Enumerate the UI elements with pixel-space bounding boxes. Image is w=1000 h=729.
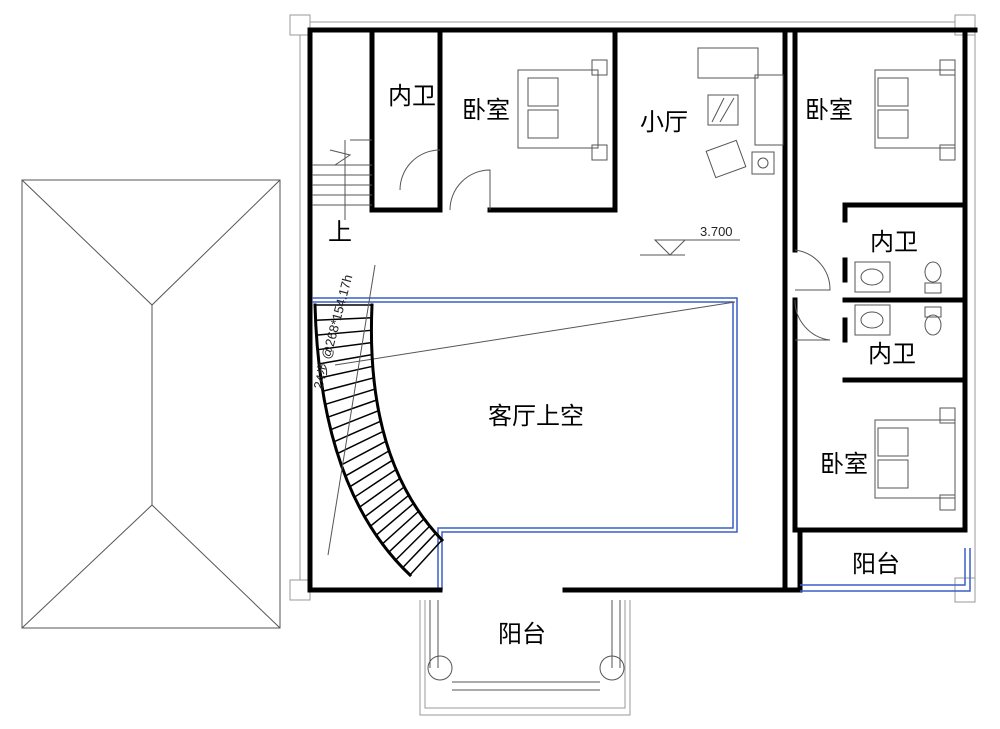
stair-tread <box>320 365 373 379</box>
room-label-balcony-front: 阳台 <box>498 620 546 648</box>
stair-tread <box>402 532 437 569</box>
stair-tread <box>333 420 382 443</box>
stair-tread <box>324 388 376 406</box>
walls <box>307 27 978 593</box>
stair-tread <box>369 494 410 527</box>
stair-annotation-leader <box>327 264 376 556</box>
room-label-small-hall: 小厅 <box>640 108 688 136</box>
doors <box>399 149 831 341</box>
sofa-set <box>697 47 784 179</box>
room-label-bath-right-upper: 内卫 <box>870 228 918 256</box>
bath-fixtures <box>854 261 942 336</box>
room-label-bath-top-left: 内卫 <box>388 82 436 110</box>
stair-tread <box>375 502 415 536</box>
straight-stair <box>312 139 372 220</box>
stair-tread <box>316 329 372 336</box>
bed-top-right <box>874 59 956 161</box>
stair-tread <box>337 430 384 455</box>
room-label-balcony-right: 阳台 <box>852 550 900 578</box>
outer-frame <box>289 14 976 603</box>
stair-tread <box>349 459 393 488</box>
curved-stair <box>313 303 445 578</box>
stair-tread <box>409 539 443 576</box>
stair-tread <box>340 440 387 466</box>
stair-tread <box>318 353 373 365</box>
stair-tread <box>322 377 374 392</box>
balcony-railing-right <box>800 548 971 592</box>
room-label-bath-right-lower: 内卫 <box>868 340 916 368</box>
room-label-living-void: 客厅上空 <box>488 402 584 430</box>
void-railing <box>312 297 738 590</box>
stair-tread <box>364 486 405 518</box>
stair-tread <box>354 468 397 498</box>
elevation-label: 3.700 <box>700 224 733 239</box>
stair-tread <box>388 518 425 553</box>
stair-tread <box>359 477 401 508</box>
stair-tread <box>381 510 420 545</box>
stair-up-label: 上 <box>328 218 352 246</box>
room-label-bedroom-top: 卧室 <box>462 96 510 124</box>
bed-top <box>517 59 608 161</box>
stair-tread <box>395 525 431 561</box>
room-label-bedroom-top-right: 卧室 <box>805 96 853 124</box>
void-diagonal <box>334 301 736 366</box>
front-balcony <box>407 587 633 716</box>
elevation-mark <box>640 239 740 256</box>
bed-right <box>874 407 956 511</box>
roof-plan <box>21 179 281 629</box>
room-label-bedroom-right: 卧室 <box>820 450 868 478</box>
stair-tread <box>330 410 379 431</box>
stair-tread <box>315 317 372 321</box>
stair-tread <box>344 450 390 477</box>
